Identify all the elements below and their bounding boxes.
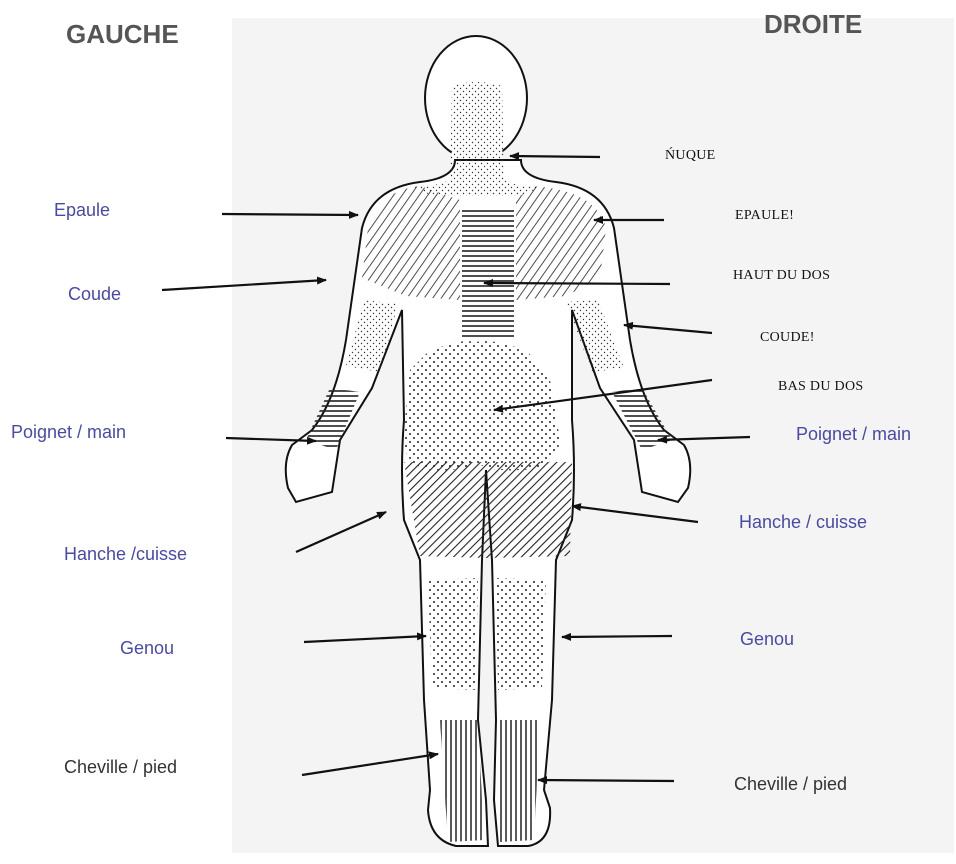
right-label-genou: Genou xyxy=(740,629,794,650)
knee-left-region xyxy=(428,578,478,690)
arrow-nuque xyxy=(510,156,600,157)
left-label-hanche: Hanche /cuisse xyxy=(64,544,187,565)
header-right: DROITE xyxy=(764,9,862,40)
left-label-coude: Coude xyxy=(68,284,121,305)
print-label-coudes: COUDE! xyxy=(760,330,815,346)
right-label-hanche: Hanche / cuisse xyxy=(739,512,867,533)
right-label-poignet: Poignet / main xyxy=(796,424,911,445)
arrow-genou-right xyxy=(562,636,672,637)
left-label-cheville: Cheville / pied xyxy=(64,757,177,778)
right-label-cheville: Cheville / pied xyxy=(734,774,847,795)
print-label-epaules: EPAULE! xyxy=(735,208,794,224)
arrow-haut-dos xyxy=(484,283,670,284)
left-label-genou: Genou xyxy=(120,638,174,659)
print-label-nuque: ŃUQUE xyxy=(665,148,716,164)
upper-back-region xyxy=(462,208,514,338)
header-left: GAUCHE xyxy=(66,19,179,50)
arrow-cheville-right xyxy=(538,780,674,781)
left-label-epaule: Epaule xyxy=(54,200,110,221)
hip-region xyxy=(404,462,572,558)
print-label-bas-dos: BAS DU DOS xyxy=(778,379,863,395)
ankle-right-region xyxy=(500,720,540,842)
left-label-poignet: Poignet / main xyxy=(11,422,126,443)
print-label-haut-dos: HAUT DU DOS xyxy=(733,268,830,284)
knee-right-region xyxy=(496,578,546,690)
arrow-epaule-left xyxy=(222,214,358,215)
